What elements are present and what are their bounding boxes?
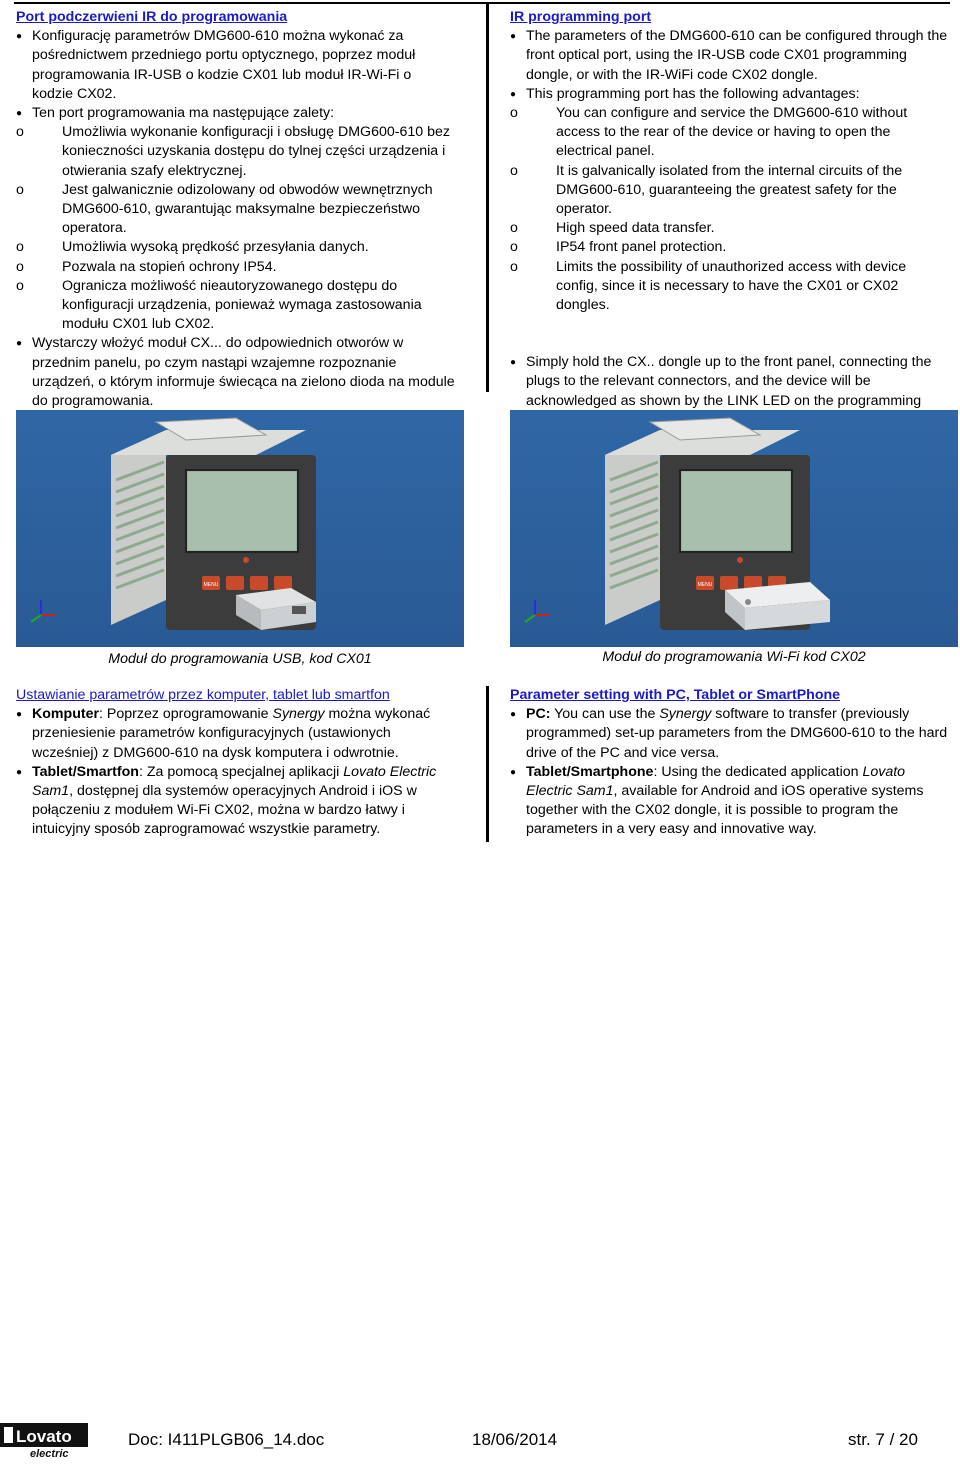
figure-cx02-wifi: MENU [510, 410, 958, 647]
pl-ir-sub-1: Umożliwia wykonanie konfiguracji i obsłu… [16, 123, 456, 181]
en-ir-sub-1: You can configure and service the DMG600… [510, 104, 950, 162]
left-figure-caption: Moduł do programowania USB, kod CX01 [108, 651, 372, 667]
footer-date: 18/06/2014 [472, 1430, 558, 1449]
en-pc-b2-text-2: , available for Android and iOS operativ… [526, 783, 924, 838]
top-rule [14, 2, 950, 4]
pl-ir-bullet-3: Wystarczy włożyć moduł CX... do odpowied… [16, 334, 456, 411]
en-ir-sub-2: It is galvanically isolated from the int… [510, 162, 950, 220]
svg-text:electric: electric [30, 1448, 69, 1459]
pl-pc-heading: Ustawianie parametrów przez komputer, ta… [16, 687, 390, 703]
pl-pc-b2-italic: Lovato Electric Sam1 [32, 763, 437, 800]
pl-pc-b1-italic: Synergy [272, 706, 325, 723]
pl-pc-b1-label: Komputer [32, 706, 99, 723]
pl-ir-heading: Port podczerwieni IR do programowania [16, 9, 288, 25]
pl-ir-sub-3: Umożliwia wysoką prędkość przesyłania da… [16, 238, 456, 257]
en-ir-sub-3: High speed data transfer. [510, 219, 950, 238]
spacer [510, 334, 950, 353]
en-ir-bullet-1: The parameters of the DMG600-610 can be … [510, 27, 950, 85]
en-ir-section: IR programming port The parameters of th… [510, 8, 950, 430]
right-figure-caption: Moduł do programowania Wi-Fi kod CX02 [602, 649, 866, 665]
en-pc-heading: Parameter setting with PC, Tablet or Sma… [510, 687, 841, 703]
en-pc-b1-text-2: software to transfer (previously program… [526, 706, 948, 761]
pl-ir-bullet-1: Konfigurację parametrów DMG600-610 można… [16, 27, 456, 104]
pl-pc-bullet-2: Tablet/Smartfon: Za pomocą specjalnej ap… [16, 763, 456, 840]
en-pc-bullet-2: Tablet/Smartphone: Using the dedicated a… [510, 763, 950, 840]
spacer [510, 315, 950, 334]
en-pc-b2-text: : Using the dedicated application [653, 763, 863, 780]
svg-text:Lovato: Lovato [16, 1427, 72, 1446]
pl-ir-sub-5: Ogranicza możliwość nieautoryzowanego do… [16, 277, 456, 335]
en-pc-section: Parameter setting with PC, Tablet or Sma… [510, 686, 950, 840]
footer-page: str. 7 / 20 [848, 1430, 918, 1449]
footer-doc: Doc: I411PLGB06_14.doc [128, 1430, 325, 1449]
pl-ir-section: Port podczerwieni IR do programowania Ko… [16, 8, 456, 411]
en-ir-bullet-2: This programming port has the following … [510, 85, 950, 104]
en-pc-b1-italic: Synergy [659, 706, 712, 723]
en-pc-b2-label: Tablet/Smartphone [526, 763, 654, 780]
column-divider-bottom [486, 686, 489, 842]
en-ir-sub-4: IP54 front panel protection. [510, 238, 950, 257]
en-pc-b1-text: You can use the [550, 706, 660, 723]
svg-text:MENU: MENU [698, 582, 713, 588]
en-pc-b1-label: PC: [526, 706, 551, 723]
pl-ir-sub-2: Jest galwanicznie odizolowany od obwodów… [16, 181, 456, 239]
svg-text:MENU: MENU [204, 582, 219, 588]
pl-pc-bullet-1: Komputer: Poprzez oprogramowanie Synergy… [16, 705, 456, 763]
device-illustration: MENU [30, 417, 316, 630]
pl-pc-b1-text: : Poprzez oprogramowanie [99, 706, 273, 723]
device-illustration: MENU [524, 417, 830, 630]
column-divider-top [486, 4, 489, 392]
en-ir-heading: IR programming port [510, 9, 652, 25]
figure-cx01-usb: MENU [16, 410, 464, 647]
pl-pc-section: Ustawianie parametrów przez komputer, ta… [16, 686, 456, 840]
pl-pc-b2-text: : Za pomocą specjalnej aplikacji [138, 763, 344, 780]
pl-pc-b2-text-2: , dostępnej dla systemów operacyjnych An… [32, 783, 417, 838]
pl-pc-b1-text-2: można wykonać przeniesienie parametrów k… [32, 706, 431, 761]
pl-ir-bullet-2: Ten port programowania ma następujące za… [16, 104, 456, 123]
en-pc-b2-italic: Lovato Electric Sam1 [526, 763, 906, 800]
en-ir-sub-5: Limits the possibility of unauthorized a… [510, 258, 950, 316]
pl-pc-b2-label: Tablet/Smartfon [32, 763, 139, 780]
lovato-logo: Lovato electric [0, 1423, 88, 1460]
en-pc-bullet-1: PC: You can use the Synergy software to … [510, 705, 950, 763]
pl-ir-sub-4: Pozwala na stopień ochrony IP54. [16, 258, 456, 277]
